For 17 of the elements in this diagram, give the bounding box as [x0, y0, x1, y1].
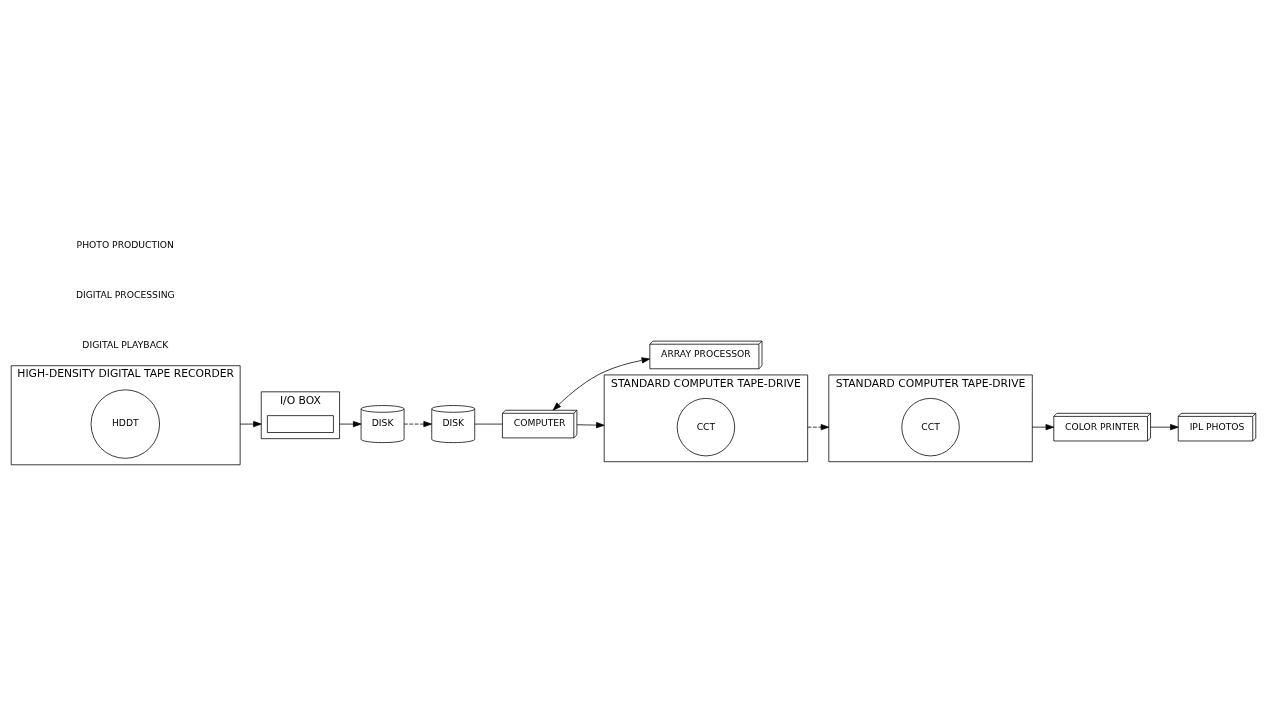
cluster: I/O BOX: [260, 391, 340, 440]
arrow: [576, 422, 605, 429]
arrow: [403, 421, 432, 428]
node-circle: CCT: [676, 398, 736, 457]
arrow: [1150, 424, 1179, 431]
node-circle: HDDT: [90, 389, 160, 459]
arrow: [1031, 424, 1055, 431]
label: DIGITAL PLAYBACK: [82, 339, 169, 351]
arrow: [339, 421, 362, 428]
label: PHOTO PRODUCTION: [76, 239, 174, 251]
node-circle: CCT: [901, 398, 960, 457]
arrow: [552, 357, 651, 411]
connector: [474, 423, 503, 425]
arrow: [239, 421, 262, 428]
label: DIGITAL PROCESSING: [75, 289, 175, 301]
node-box: [267, 415, 334, 433]
arrow: [807, 424, 830, 431]
